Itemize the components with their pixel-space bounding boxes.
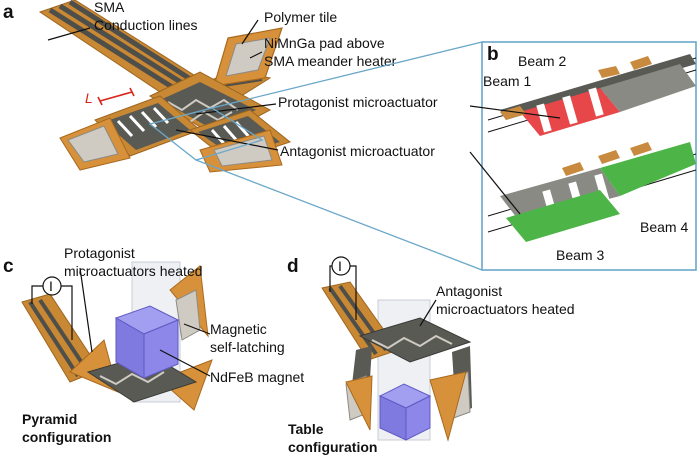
beam-4-label: Beam 4	[640, 219, 688, 235]
current-symbol-d: I	[338, 258, 342, 274]
ndfeb-magnet-cube-d	[378, 383, 432, 441]
polymer-tile-label: Polymer tile	[264, 9, 337, 25]
panel-b-inset: b Beam 2 Beam 1 Beam 4 Beam 3	[469, 41, 697, 271]
meander-heater-label: SMA meander heater	[264, 53, 397, 69]
sma-label: SMA	[94, 0, 125, 15]
microactuator-arm-left	[59, 95, 201, 171]
ndfeb-magnet-label: NdFeB magnet	[210, 369, 304, 385]
antagonist-heated-label-2: microactuators heated	[436, 301, 575, 317]
nimnga-pad-label: NiMnGa pad above	[264, 35, 385, 51]
pyramid-configuration-label-1: Pyramid	[22, 411, 77, 427]
panel-label-b: b	[487, 44, 499, 65]
panel-a-device-overview: L a SMA Conduction lines Polymer tile Ni…	[3, 0, 438, 173]
polymer-tile-top	[213, 27, 283, 87]
magnetic-self-latching-label-2: self-latching	[210, 339, 285, 355]
current-symbol-c: I	[49, 278, 53, 294]
antagonist-microactuator-label: Antagonist microactuator	[280, 143, 435, 159]
beam-1-label: Beam 1	[483, 73, 531, 89]
conduction-lines-label: Conduction lines	[94, 17, 198, 33]
sma-conduction-lines	[38, 0, 206, 101]
table-configuration-label-1: Table	[288, 421, 324, 437]
zoom-indicator	[148, 41, 483, 271]
ndfeb-magnet-cube-c	[114, 305, 180, 379]
panel-c-pyramid-configuration: I c Protagonist microactuators heated Ma…	[3, 245, 304, 445]
protagonist-heated-label-2: microactuators heated	[64, 263, 203, 279]
beam-2-label: Beam 2	[518, 53, 566, 69]
beam-3-label: Beam 3	[556, 247, 604, 263]
antagonist-beams	[487, 142, 696, 242]
sma-conduction-lines-c	[21, 293, 101, 383]
table-configuration-label-2: configuration	[288, 439, 377, 455]
panel-label-c: c	[3, 256, 14, 277]
antagonist-heated-label-1: Antagonist	[436, 283, 502, 299]
pyramid-configuration-label-2: configuration	[22, 429, 111, 445]
protagonist-heated-label-1: Protagonist	[64, 245, 135, 261]
protagonist-beams	[487, 54, 696, 136]
panel-d-table-configuration: I d Antagonist microactuators heated Tab…	[287, 256, 575, 455]
protagonist-microactuator-label: Protagonist microactuator	[278, 94, 438, 110]
length-dimension-marker	[97, 87, 135, 106]
magnetic-self-latching-label-1: Magnetic	[210, 321, 267, 337]
current-source-d: I	[329, 256, 357, 320]
length-symbol: L	[85, 90, 93, 106]
panel-label-a: a	[3, 2, 14, 23]
panel-label-d: d	[287, 256, 299, 277]
current-source-c: I	[31, 276, 73, 340]
